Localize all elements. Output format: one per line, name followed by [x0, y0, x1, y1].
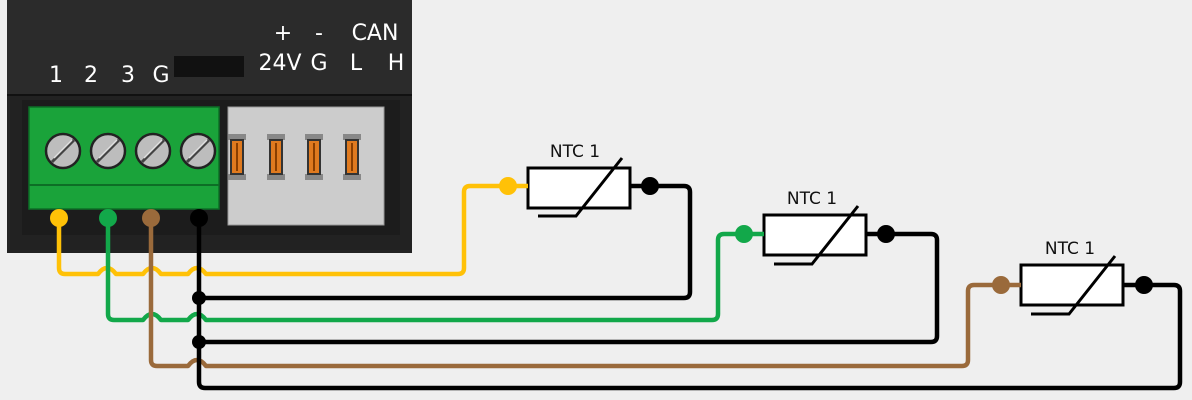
yellow-terminal-dot: [50, 209, 68, 227]
ntc-3-brown-dot: [992, 276, 1010, 294]
power-can-connector: [227, 106, 385, 226]
screw-terminal-2: [89, 132, 127, 170]
power-minus-label: -: [315, 21, 323, 46]
screw-terminal-3: [134, 132, 172, 170]
terminal-label-2: 2: [84, 63, 98, 88]
ntc-1-yellow-dot: [499, 177, 517, 195]
black-terminal-dot: [190, 209, 208, 227]
power-plus-label: +: [274, 21, 292, 46]
ntc-3-black-dot: [1135, 276, 1153, 294]
connector-pin-can-h: [343, 134, 361, 180]
wire-endpoints: [50, 209, 208, 349]
screw-terminal-1: [44, 132, 82, 170]
black-junction-2: [192, 335, 206, 349]
ntc-label-3: NTC 1: [1045, 239, 1095, 259]
black-junction-1: [192, 291, 206, 305]
brown-wire: [148, 215, 1004, 369]
ntc-label-2: NTC 1: [787, 189, 837, 209]
cover-slot: [174, 56, 244, 77]
black-return-2: [196, 231, 940, 345]
black-return-1: [196, 183, 693, 301]
terminal-label-1: 1: [49, 63, 63, 88]
ntc-2-black-dot: [877, 225, 895, 243]
ntc-2-green-dot: [735, 225, 753, 243]
screw-terminal-g: [179, 132, 217, 170]
can-h-label: H: [388, 51, 405, 76]
power-g-label: G: [310, 51, 327, 76]
connector-pin-24v: [228, 134, 246, 180]
terminal-label-3: 3: [121, 63, 135, 88]
green-terminal-dot: [99, 209, 117, 227]
ntc-tempco-line-2: [774, 205, 860, 266]
ntc-sensor-1: NTC 1: [499, 142, 659, 218]
controller: 1 2 3 G + - 24V G CAN L H: [7, 0, 412, 253]
terminal-label-g: G: [152, 63, 169, 88]
ntc-tempco-line-1: [538, 157, 624, 218]
can-title-label: CAN: [352, 21, 399, 46]
ntc-body-1: [526, 166, 632, 210]
ntc-label-1: NTC 1: [550, 142, 600, 162]
ntc-body-3: [1019, 263, 1125, 307]
ntc-body-2: [762, 213, 868, 257]
black-ground-trunk: [196, 215, 1183, 391]
wires: [56, 183, 1183, 391]
connector-pin-can-l: [305, 134, 323, 180]
ntc-sensor-2: NTC 1: [735, 189, 895, 266]
ntc-1-black-dot: [641, 177, 659, 195]
controller-top-panel: [7, 0, 412, 95]
power-24v-label: 24V: [258, 51, 301, 76]
ntc-tempco-line-3: [1031, 255, 1117, 316]
connector-pin-g: [267, 134, 285, 180]
brown-terminal-dot: [142, 209, 160, 227]
yellow-wire: [56, 183, 511, 277]
can-l-label: L: [350, 51, 363, 76]
ntc-sensor-3: NTC 1: [992, 239, 1153, 316]
